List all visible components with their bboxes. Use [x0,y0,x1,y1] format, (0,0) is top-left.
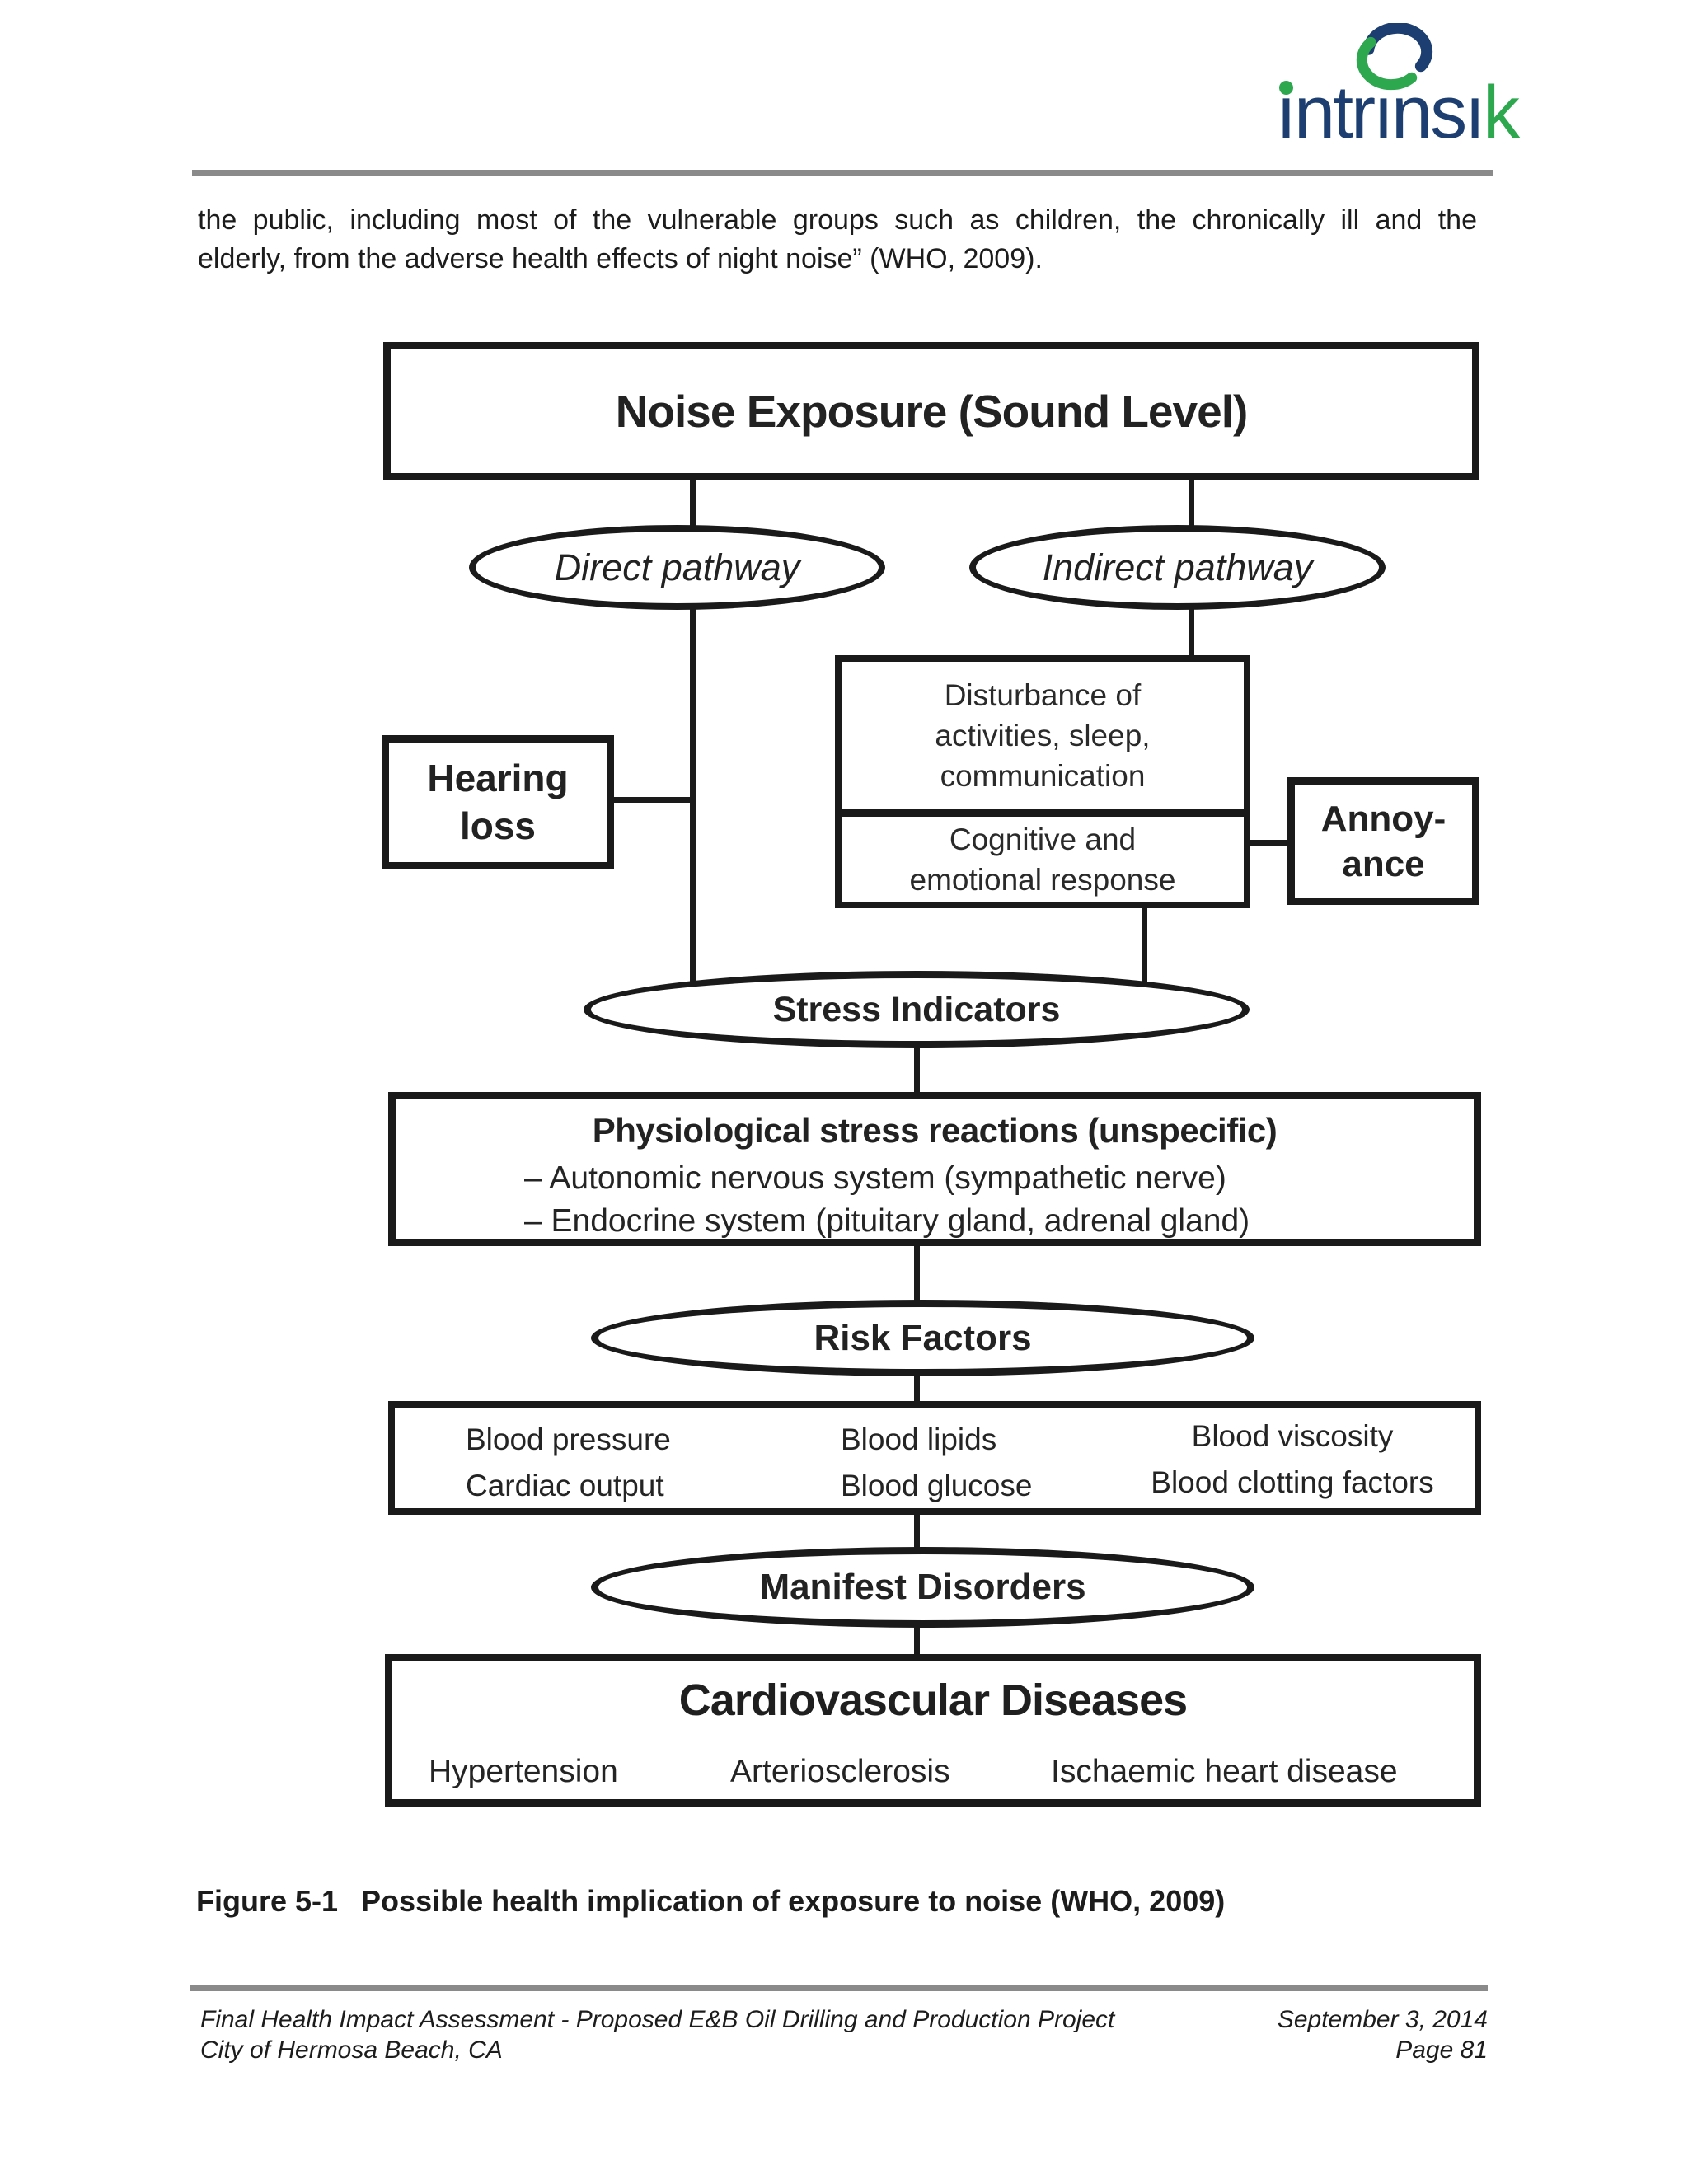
connector-risk-to-riskbox [914,1364,920,1409]
connector-cognitive-to-stress [1142,904,1147,1003]
footer-project-title: Final Health Impact Assessment - Propose… [200,2006,1115,2033]
footer-city: City of Hermosa Beach, CA [200,2036,503,2064]
manifest-disorders-label: Manifest Disorders [759,1567,1086,1607]
intrinsik-logo [1350,21,1442,92]
connector-noise-to-indirect [1189,476,1194,534]
cvd-item: Hypertension [429,1754,618,1789]
figure-caption-label: Figure 5-1 [196,1884,339,1918]
connector-noise-to-direct [690,476,696,534]
risk-item: Blood pressure [466,1422,671,1456]
risk-item: Blood viscosity [1191,1419,1394,1453]
direct-pathway-ellipse: Direct pathway [469,525,885,610]
indirect-pathway-label: Indirect pathway [1042,546,1313,588]
footer-rule [190,1985,1488,1991]
footer-right: September 3, 2014 Page 81 [993,2004,1488,2065]
connector-disturbance-to-annoyance [1246,840,1292,846]
header-rule [192,170,1493,176]
connector-indirect-to-disturbance [1189,603,1194,661]
manifest-disorders-ellipse: Manifest Disorders [591,1547,1254,1628]
annoyance-box: Annoy- ance [1287,777,1479,905]
risk-item: Cardiac output [466,1469,664,1502]
wordmark-mid: ntrınsı [1294,72,1485,154]
risk-factors-label: Risk Factors [814,1317,1032,1358]
hearing-loss-label: Hearing loss [427,757,569,847]
cognitive-cell: Cognitive and emotional response [842,817,1244,902]
intro-paragraph-line2: elderly, from the adverse health effects… [198,243,1043,274]
noise-exposure-label: Noise Exposure (Sound Level) [615,386,1249,437]
annoyance-label: Annoy- ance [1320,798,1447,884]
risk-factors-ellipse: Risk Factors [591,1300,1254,1376]
risk-factors-box [388,1401,1481,1515]
stress-indicators-label: Stress Indicators [772,989,1061,1029]
disturbance-label: Disturbance of activities, sleep, commun… [935,678,1151,793]
physiological-box: Physiological stress reactions (unspecif… [388,1092,1481,1246]
figure-caption: Figure 5-1 Possible health implication o… [196,1884,1225,1919]
cognitive-label: Cognitive and emotional response [909,822,1176,897]
footer-date: September 3, 2014 [1277,2006,1488,2033]
wordmark-accent-k: k [1483,72,1520,154]
disturbance-cell: Disturbance of activities, sleep, commun… [842,662,1244,817]
connector-riskbox-to-manifest [914,1510,920,1563]
stress-indicators-ellipse: Stress Indicators [584,971,1250,1048]
indirect-pathway-ellipse: Indirect pathway [969,525,1386,610]
connector-physiological-to-risk [914,1240,920,1315]
green-dot-icon [1279,81,1293,95]
figure-caption-text: Possible health implication of exposure … [361,1884,1226,1918]
noise-exposure-box: Noise Exposure (Sound Level) [383,342,1479,480]
cardiovascular-title: Cardiovascular Diseases [678,1675,1188,1725]
physiological-bullets: – Autonomic nervous system (sympathetic … [396,1157,1250,1243]
physiological-title: Physiological stress reactions (unspecif… [592,1111,1278,1150]
cvd-item: Arteriosclerosis [730,1754,950,1789]
connector-manifest-to-cvd [914,1615,920,1661]
footer-left: Final Health Impact Assessment - Propose… [200,2004,1114,2065]
risk-item: Blood glucose [841,1469,1033,1502]
physiological-bullet-2: – Endocrine system (pituitary gland, adr… [524,1203,1250,1239]
connector-direct-to-stress [690,603,696,1003]
intrinsik-swoosh-icon [1356,21,1433,91]
intro-paragraph: the public, including most of the vulner… [198,201,1477,279]
cvd-item: Ischaemic heart disease [1051,1754,1398,1789]
hearing-loss-box: Hearing loss [382,735,614,869]
risk-item: Blood lipids [841,1422,997,1456]
risk-item: Blood clotting factors [1151,1465,1434,1499]
disturbance-box: Disturbance of activities, sleep, commun… [835,655,1250,908]
intro-paragraph-line1: the public, including most of the vulner… [198,204,1477,236]
connector-hearing-to-direct [610,797,696,803]
direct-pathway-label: Direct pathway [554,546,800,588]
connector-stress-to-physiological [914,1022,920,1100]
cardiovascular-box [385,1654,1481,1807]
footer-page-number: Page 81 [1395,2036,1488,2064]
physiological-bullet-1: – Autonomic nervous system (sympathetic … [524,1160,1226,1196]
wordmark-first-letter: ı [1276,72,1296,154]
